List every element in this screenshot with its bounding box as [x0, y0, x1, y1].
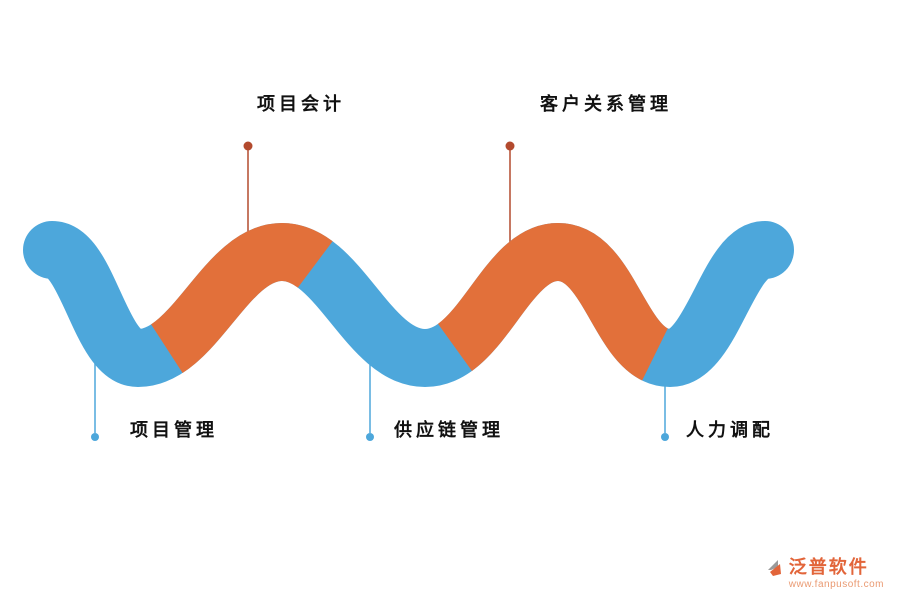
- fanpu-logo-icon: [767, 560, 781, 576]
- bottom-connector-dot: [91, 433, 99, 441]
- top-connector-dot: [243, 141, 253, 151]
- wave-ribbon-blue: [23, 221, 794, 388]
- fanpu-logo: 泛普软件 www.fanpusoft.com: [765, 557, 884, 590]
- logo-text: 泛普软件: [788, 557, 869, 578]
- bottom-label-supply-chain: 供应链管理: [394, 420, 504, 440]
- bottom-connector-dot: [661, 433, 669, 441]
- bottom-label-project-management: 项目管理: [130, 420, 218, 440]
- bottom-connector-dot: [366, 433, 374, 441]
- logo-url: www.fanpusoft.com: [788, 579, 884, 590]
- top-label-crm: 客户关系管理: [540, 94, 672, 114]
- top-label-project-accounting: 项目会计: [257, 94, 345, 114]
- top-connector-dot: [505, 141, 515, 151]
- bottom-label-hr-allocation: 人力调配: [686, 420, 774, 440]
